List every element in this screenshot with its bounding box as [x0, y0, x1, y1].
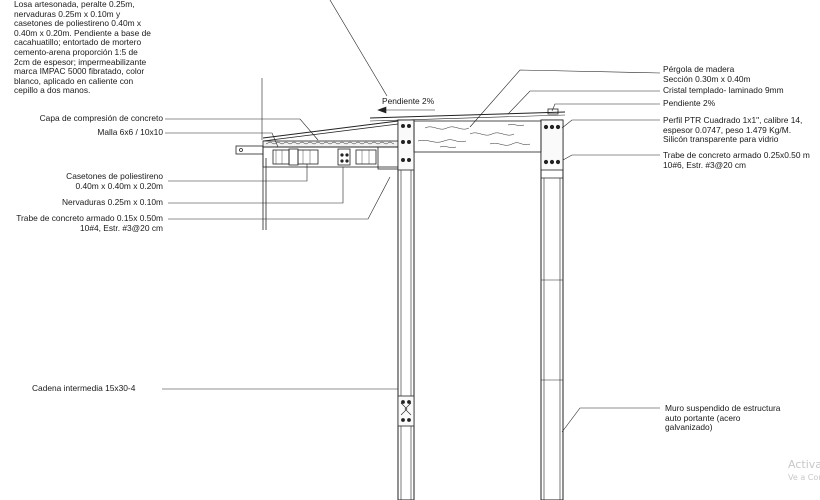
pergola-beam [369, 108, 566, 153]
leader-lines-left [162, 0, 435, 390]
label-malla: Malla 6x6 / 10x10 [97, 127, 163, 137]
label-pendiente-centro: Pendiente 2% [382, 96, 435, 106]
left-wall [397, 119, 415, 500]
label-capa-compresion: Capa de compresión de concreto [39, 113, 163, 123]
leader-lines-right [469, 69, 661, 433]
label-cristal: Cristal templado- laminado 9mm [663, 85, 784, 95]
ribs [288, 148, 351, 166]
right-wall [540, 119, 564, 500]
label-nervaduras: Nervaduras 0.25m x 0.10m [61, 197, 163, 207]
activation-watermark-subtitle: Ve a Con [788, 473, 820, 482]
waffle-slab [235, 120, 399, 230]
label-pendiente-derecha: Pendiente 2% [663, 98, 716, 108]
label-muro-suspendido: Muro suspendido de estructura auto porta… [665, 403, 781, 433]
label-casetones: Casetones de poliestireno 0.40m x 0.40m … [66, 171, 163, 191]
foam-casetones [272, 149, 377, 165]
label-cadena-intermedia: Cadena intermedia 15x30-4 [32, 383, 136, 393]
label-trabe-derecha: Trabe de concreto armado 0.25x0.50 m 10#… [663, 150, 810, 170]
label-losa-artesonada: Losa artesonada, peralte 0.25m, nervadur… [14, 0, 151, 96]
label-pergola: Pérgola de madera Sección 0.30m x 0.40m [663, 64, 751, 84]
label-perfil-ptr: Perfil PTR Cuadrado 1x1", calibre 14, es… [663, 115, 803, 145]
label-trabe-izquierda: Trabe de concreto armado 0.15x 0.50m 10#… [16, 213, 163, 233]
activation-watermark-title: Activa [788, 458, 820, 471]
